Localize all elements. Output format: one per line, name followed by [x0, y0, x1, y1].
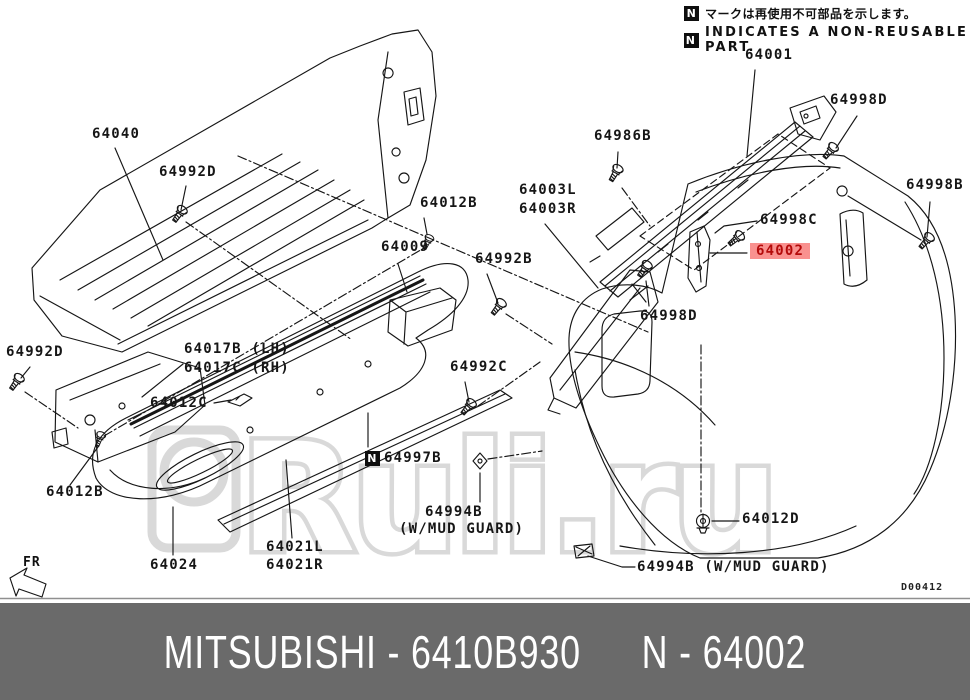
- part-label-64998d-2[interactable]: 64998D: [640, 308, 698, 324]
- footer-brand-part: MITSUBISHI - 6410B930: [163, 625, 581, 678]
- part-number-text: 64998D: [830, 92, 888, 108]
- footer-bar: MITSUBISHI - 6410B930 N - 64002: [0, 603, 970, 700]
- fr-arrow-icon: [9, 567, 47, 598]
- part-number-text: 64986B: [594, 128, 652, 144]
- part-number-text: 64012D: [742, 511, 800, 527]
- n-icon: N: [684, 6, 699, 21]
- part-number-text: 64012B: [420, 195, 478, 211]
- part-drawing-64017-bracket: [51, 351, 206, 463]
- part-label-w-mud-guard[interactable]: (W/MUD GUARD): [399, 521, 524, 537]
- part-drawing-64021-garnish: [217, 389, 513, 533]
- part-number-text: 64012C: [150, 395, 208, 411]
- n-icon: N: [365, 450, 380, 466]
- part-number-text: 64021L: [266, 539, 324, 555]
- watermark-text: Ruli.ru: [240, 412, 775, 586]
- part-drawing-64024-bumper: [92, 263, 469, 500]
- part-number-text: 64992D: [159, 164, 217, 180]
- part-label-64021r[interactable]: 64021R: [266, 557, 324, 573]
- part-drawing-rear-bumper-cover: [568, 153, 957, 559]
- centerlines: [24, 155, 702, 513]
- note-en: N INDICATES A NON-REUSABLE PART.: [684, 25, 970, 55]
- part-number-text: 64001: [745, 47, 794, 63]
- part-label-64992c[interactable]: 64992C: [450, 359, 508, 375]
- clip-64994b-bottom-icon: [573, 543, 595, 559]
- part-drawing-64001-reinforcement: [589, 95, 837, 298]
- leader-lines: [20, 69, 931, 568]
- note-jp: N マークは再使用不可部品を示します。: [684, 5, 970, 22]
- part-number-text: 64994B: [425, 504, 483, 520]
- n-icon: N: [684, 32, 699, 48]
- part-label-64992d[interactable]: 64992D: [159, 164, 217, 180]
- part-number-text: 64021R: [266, 557, 324, 573]
- footer-group-code: N - 64002: [641, 625, 807, 678]
- part-label-64994b-w-mud-guard[interactable]: 64994B (W/MUD GUARD): [637, 559, 830, 575]
- clip-64994b-top-icon: [472, 452, 488, 470]
- part-number-text: 64003R: [519, 201, 577, 217]
- part-number-text: 64024: [150, 557, 199, 573]
- part-drawing-64003-bracket: [547, 269, 659, 415]
- part-label-64992b[interactable]: 64992B: [475, 251, 533, 267]
- part-number-text: 64017B (LH): [184, 341, 290, 357]
- part-number-text: 64012B: [46, 484, 104, 500]
- part-number-text: 64002: [756, 243, 805, 259]
- part-label-64001[interactable]: 64001: [745, 47, 793, 63]
- part-label-64040[interactable]: 64040: [92, 126, 140, 142]
- drawing-code: D00412: [901, 582, 944, 593]
- part-number-text: 64998B: [906, 177, 964, 193]
- pushpin-64012d-icon: [695, 513, 711, 534]
- note-jp-text: マークは再使用不可部品を示します。: [705, 7, 917, 21]
- part-label-64012b[interactable]: 64012B: [420, 195, 478, 211]
- part-drawing-64009-bracket: [387, 287, 457, 347]
- part-label-64994b[interactable]: 64994B: [425, 504, 483, 520]
- part-label-64024[interactable]: 64024: [150, 557, 198, 573]
- part-number-text: 64998C: [760, 212, 818, 228]
- clip-icons: [227, 393, 711, 559]
- part-number-text: 64009: [381, 239, 430, 255]
- part-number-text: 64992B: [475, 251, 533, 267]
- part-label-64021l[interactable]: 64021L: [266, 539, 324, 555]
- part-label-64003r[interactable]: 64003R: [519, 201, 577, 217]
- reusability-notes: N マークは再使用不可部品を示します。 N INDICATES A NON-RE…: [684, 5, 970, 55]
- part-label-64009[interactable]: 64009: [381, 239, 429, 255]
- footer-text: MITSUBISHI - 6410B930 N - 64002: [164, 625, 807, 679]
- part-number-text: 64040: [92, 126, 141, 142]
- part-number-text: (W/MUD GUARD): [399, 521, 525, 537]
- part-drawing-64002-bracket: [687, 225, 711, 293]
- part-label-64986b[interactable]: 64986B: [594, 128, 652, 144]
- bolt-icons: [6, 140, 937, 449]
- part-label-64017c-rh[interactable]: 64017C (RH): [184, 360, 290, 376]
- part-label-64017b-lh[interactable]: 64017B (LH): [184, 341, 290, 357]
- part-label-64998b[interactable]: 64998B: [906, 177, 964, 193]
- part-drawing-64040-panel: [31, 29, 437, 353]
- part-label-64012c[interactable]: 64012C: [150, 395, 208, 411]
- part-number-text: 64997B: [384, 450, 442, 466]
- part-number-text: 64017C (RH): [184, 360, 290, 376]
- part-number-text: 64003L: [519, 182, 577, 198]
- part-label-64998c[interactable]: 64998C: [760, 212, 818, 228]
- part-label-64012b-2[interactable]: 64012B: [46, 484, 104, 500]
- fr-direction-label: FR: [23, 555, 41, 570]
- part-label-64003l[interactable]: 64003L: [519, 182, 577, 198]
- part-number-text: 64992C: [450, 359, 508, 375]
- part-number-text: 64992D: [6, 344, 64, 360]
- part-label-64998d[interactable]: 64998D: [830, 92, 888, 108]
- part-label-64992d-2[interactable]: 64992D: [6, 344, 64, 360]
- part-number-text: 64994B (W/MUD GUARD): [637, 559, 830, 575]
- part-label-64012d[interactable]: 64012D: [742, 511, 800, 527]
- note-en-text: INDICATES A NON-REUSABLE PART.: [705, 25, 969, 55]
- part-number-text: 64998D: [640, 308, 698, 324]
- clip-64012c-icon: [227, 393, 253, 407]
- part-label-64002[interactable]: 64002: [750, 243, 811, 259]
